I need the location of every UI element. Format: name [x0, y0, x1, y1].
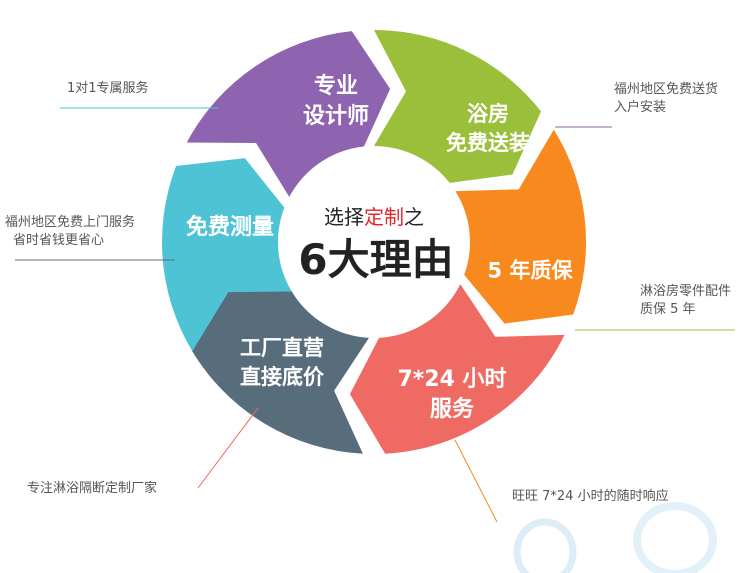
callout-lines: [15, 107, 735, 523]
segment-warranty: [374, 30, 542, 183]
note-service-line: 旺旺 7*24 小时的随时响应: [512, 489, 669, 504]
note-measure: 福州地区免费上门服务 省时省钱更省心: [5, 214, 135, 250]
note-measure-line-2: 省时省钱更省心: [13, 233, 105, 248]
segment-label-install-1: 浴房: [467, 102, 509, 126]
segment-label-designer-2: 设计师: [303, 103, 369, 129]
segment-label-warranty-1: 5 年质保: [488, 259, 574, 283]
note-designer-line: 1对1专属服务: [67, 81, 149, 96]
note-install-line-2: 入户安装: [614, 100, 667, 115]
segment-label-designer-1: 专业: [314, 73, 358, 99]
center-circle: [280, 148, 468, 336]
note-factory-line: 专注淋浴隔断定制厂家: [27, 481, 158, 496]
callout-line-service: [454, 439, 498, 523]
note-service: 旺旺 7*24 小时的随时响应: [512, 488, 669, 506]
callout-line-factory: [197, 407, 259, 489]
note-measure-line-1: 福州地区免费上门服务: [5, 215, 136, 230]
segment-label-measure-1: 免费测量: [186, 214, 274, 240]
note-warranty: 淋浴房零件配件 质保 5 年: [640, 283, 731, 319]
segment-service: [455, 129, 586, 324]
center-subtitle-post: 之: [404, 205, 424, 229]
note-designer: 1对1专属服务: [67, 80, 149, 98]
segment-label-factory-1: 工厂直营: [240, 336, 324, 360]
note-install: 福州地区免费送货 入户安装: [614, 81, 718, 117]
center-subtitle: 选择定制之: [324, 205, 424, 229]
segments-layer: [161, 30, 586, 454]
note-warranty-line-2: 质保 5 年: [640, 302, 696, 317]
segment-label-factory-2: 直接底价: [240, 365, 325, 389]
center-title: 6大理由: [298, 235, 453, 284]
segment-designer: [161, 158, 296, 364]
note-warranty-line-1: 淋浴房零件配件: [640, 284, 732, 299]
segment-label-install-2: 免费送装: [446, 131, 530, 155]
note-factory: 专注淋浴隔断定制厂家: [27, 480, 157, 498]
note-install-line-1: 福州地区免费送货: [614, 82, 719, 97]
segment-install: [186, 31, 391, 197]
center-subtitle-pre: 选择: [324, 205, 364, 229]
water-drop-decoration: [513, 502, 717, 573]
segment-label-service-2: 服务: [430, 397, 475, 422]
center-subtitle-highlight: 定制: [364, 205, 404, 229]
segment-label-service-1: 7*24 小时: [397, 367, 506, 392]
segment-measure: [192, 291, 369, 454]
segment-factory: [349, 284, 565, 454]
